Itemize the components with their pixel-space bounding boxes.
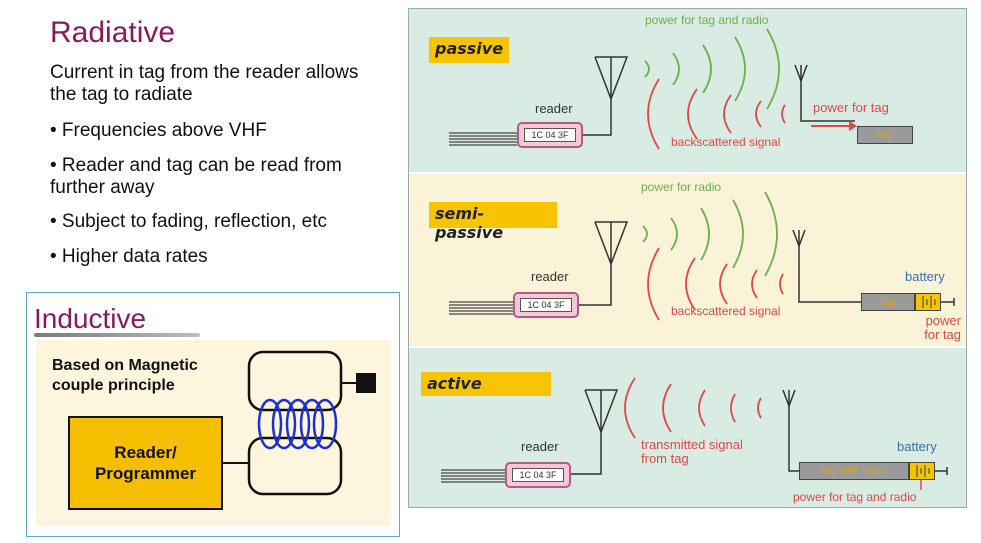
- semi-passive-row: semi-passive power for radio reader 1C 0…: [409, 174, 966, 346]
- active-label: active: [421, 372, 551, 396]
- active-reader-label: reader: [521, 439, 559, 454]
- semi-passive-reader-id: 1C 04 3F: [520, 298, 572, 312]
- active-battery: [909, 462, 935, 480]
- rfid-panel: passive power for tag and radio reader 1…: [408, 8, 967, 508]
- active-reader-device: 1C 04 3F: [505, 462, 571, 488]
- passive-reader-device: 1C 04 3F: [517, 122, 583, 148]
- passive-waves: [449, 28, 857, 150]
- semi-passive-waves: [449, 191, 955, 321]
- tag-chip: [356, 373, 376, 393]
- bullet-fading: • Subject to fading, reflection, etc: [50, 211, 328, 232]
- active-tag: tag with radio: [799, 462, 909, 480]
- semi-passive-reader-device: 1C 04 3F: [513, 292, 579, 318]
- radiative-title: Radiative: [50, 16, 176, 49]
- inductive-title: Inductive: [34, 303, 147, 334]
- inductive-underline: [34, 333, 200, 337]
- inductive-frame: [26, 292, 400, 537]
- passive-backscatter-note: backscattered signal: [671, 135, 781, 149]
- passive-reader-id: 1C 04 3F: [524, 128, 576, 142]
- passive-power-note: power for tag and radio: [645, 13, 769, 27]
- active-battery-label: battery: [897, 439, 937, 454]
- semi-passive-backscatter-note: backscattered signal: [671, 304, 781, 318]
- passive-label: passive: [429, 37, 509, 63]
- active-row: active reader 1C 04 3F transmitted signa…: [409, 348, 966, 507]
- semi-passive-label: semi-passive: [429, 202, 557, 242]
- passive-tag-power-note: power for tag: [813, 100, 889, 115]
- active-reader-id: 1C 04 3F: [512, 468, 564, 482]
- bullet-data-rates: • Higher data rates: [50, 246, 208, 267]
- semi-passive-battery: [915, 293, 941, 311]
- active-waves: [441, 377, 948, 490]
- semi-passive-reader-label: reader: [531, 269, 569, 284]
- passive-tag: tag: [857, 126, 913, 144]
- tag-loop: [247, 350, 343, 412]
- semi-passive-power-note: power for radio: [641, 180, 722, 194]
- active-transmitted-note: transmitted signal from tag: [641, 437, 743, 466]
- passive-reader-label: reader: [535, 101, 573, 116]
- reader-programmer-block: Reader/ Programmer: [68, 416, 223, 510]
- magnetic-coupling-text: Based on Magnetic couple principle: [52, 357, 198, 394]
- bullet-read-distance: • Reader and tag can be read from furthe…: [50, 155, 342, 198]
- radiative-description: Current in tag from the reader allows th…: [50, 62, 359, 105]
- semi-passive-battery-label: battery: [905, 269, 945, 284]
- passive-row: passive power for tag and radio reader 1…: [409, 9, 966, 172]
- active-tag-power-note: power for tag and radio: [793, 490, 917, 504]
- reader-loop: [247, 436, 343, 496]
- semi-passive-tag: tag: [861, 293, 915, 311]
- semi-passive-tag-power-note: power for tag: [924, 313, 961, 342]
- bullet-frequencies: • Frequencies above VHF: [50, 120, 267, 141]
